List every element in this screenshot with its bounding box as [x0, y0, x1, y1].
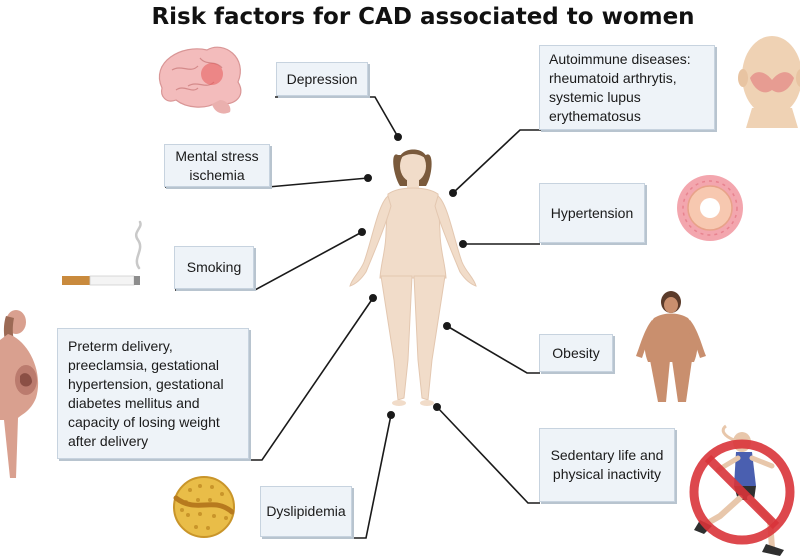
connector-autoimmune [452, 129, 545, 194]
factor-label: Dyslipidemia [266, 503, 346, 519]
factor-sedentary: Sedentary life and physical inactivity [539, 428, 675, 502]
obese-woman-icon [636, 291, 706, 402]
factor-autoimmune: Autoimmune diseases: rheumatoid arthryti… [539, 45, 715, 130]
diagram-title: Risk factors for CAD associated to women [151, 4, 695, 30]
head-rash-icon [738, 36, 800, 128]
factor-pregnancy: Preterm delivery, preeclamsia, gestation… [57, 328, 249, 459]
factor-hypertension: Hypertension [539, 183, 645, 243]
brain-icon [159, 46, 242, 114]
connector-sedentary [436, 406, 540, 504]
factor-label: Preterm delivery, preeclamsia, gestation… [68, 337, 224, 449]
factor-label: Obesity [552, 344, 600, 361]
factor-label: Smoking [186, 259, 242, 275]
connector-smoking [175, 231, 363, 291]
pregnant-woman-icon [0, 310, 39, 478]
factor-label: Hypertension [550, 204, 634, 221]
factor-label: Mental stress ischemia [175, 147, 259, 183]
donut-vessel-icon [677, 175, 743, 241]
connector-pregnancy [250, 297, 374, 461]
factor-label: Sedentary life and physical inactivity [550, 447, 664, 482]
factor-label: Depression [286, 70, 358, 87]
factor-label: Autoimmune diseases: rheumatoid arthryti… [549, 50, 691, 124]
factor-smoking: Smoking [174, 246, 254, 289]
connector-dyslipidemia [353, 414, 392, 539]
connector-depression [275, 96, 399, 138]
cigarette-icon [62, 220, 142, 286]
runner-prohibited-icon [689, 424, 795, 556]
connectors [165, 96, 545, 539]
connector-obesity [446, 325, 540, 374]
connector-mental-stress [165, 177, 369, 188]
factor-mental-stress: Mental stress ischemia [164, 144, 270, 187]
factor-depression: Depression [276, 62, 368, 96]
woman-body-icon [349, 149, 477, 406]
lipid-particle-icon [173, 476, 235, 538]
factor-obesity: Obesity [539, 334, 613, 372]
factor-dyslipidemia: Dyslipidemia [260, 486, 352, 537]
